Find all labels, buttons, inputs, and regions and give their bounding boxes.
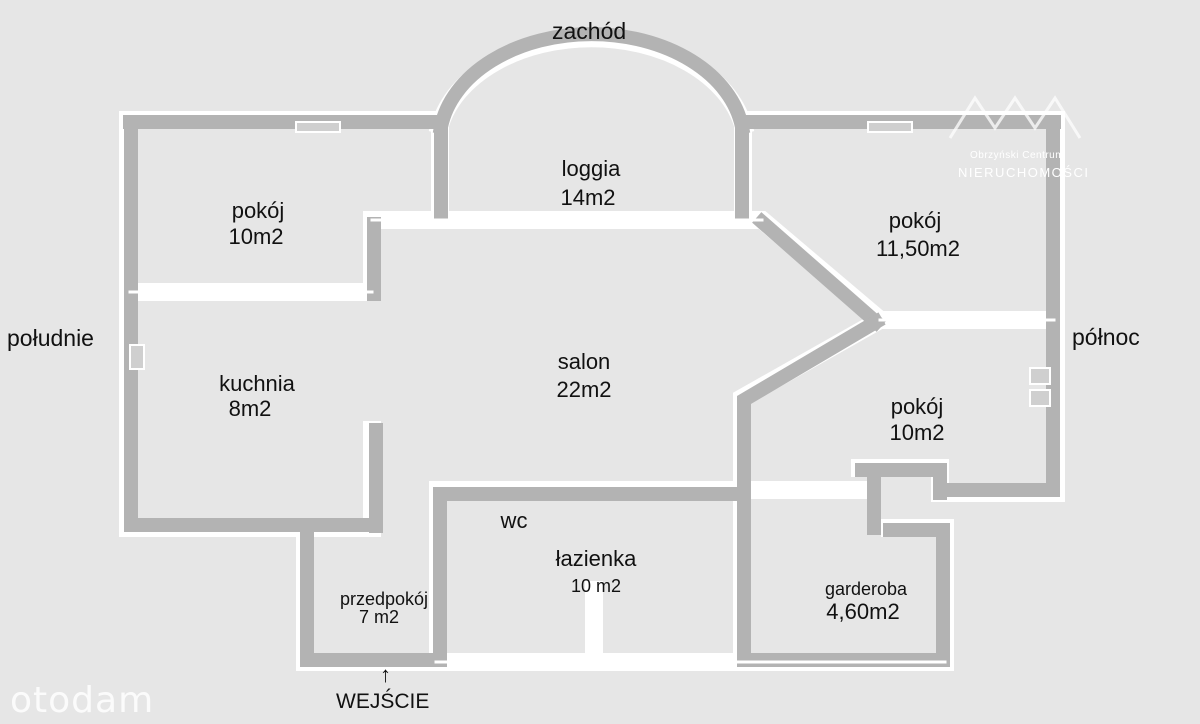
kitchen-name: kuchnia bbox=[219, 371, 295, 396]
loggia-name: loggia bbox=[561, 156, 621, 181]
walls bbox=[123, 27, 1061, 667]
windows bbox=[129, 121, 1051, 407]
wc-name: wc bbox=[500, 508, 528, 533]
hall-left bbox=[300, 523, 443, 667]
room-e-name: pokój bbox=[890, 394, 944, 419]
logo-text-line1: Obrzyński Centrum bbox=[970, 150, 1065, 161]
entrance-arrow-icon: ↑ bbox=[380, 662, 391, 687]
salon-area: 22m2 bbox=[556, 377, 612, 402]
wardrobe-wall bbox=[855, 463, 947, 500]
bathroom-name: łazienka bbox=[555, 546, 637, 571]
salon-angled-top bbox=[752, 212, 886, 332]
bathroom-area: 10 m2 bbox=[570, 576, 622, 596]
room-ne-area: 11,50m2 bbox=[876, 236, 960, 261]
salon-angled-bottom bbox=[737, 312, 886, 495]
hall-name: przedpokój bbox=[339, 589, 429, 609]
compass-north: północ bbox=[1072, 324, 1140, 350]
loggia-area: 14m2 bbox=[560, 185, 616, 210]
room-e-area: 10m2 bbox=[889, 420, 945, 445]
partitions bbox=[128, 218, 1056, 664]
portal-watermark: otodam bbox=[10, 680, 155, 721]
entrance-label: WEJŚCIE bbox=[336, 690, 430, 713]
room-ne-name: pokój bbox=[888, 208, 942, 233]
salon-name: salon bbox=[557, 349, 611, 374]
wall-north bbox=[945, 115, 1060, 497]
wardrobe-area: 4,60m2 bbox=[826, 599, 900, 624]
wardrobe-inner bbox=[741, 523, 950, 667]
room-sw-area: 10m2 bbox=[228, 224, 284, 249]
room-sw-name: pokój bbox=[231, 198, 285, 223]
compass-west: zachód bbox=[552, 18, 627, 44]
wall-south bbox=[124, 115, 377, 532]
hall-area: 7 m2 bbox=[358, 607, 400, 627]
logo-text-line2: NIERUCHOMOŚCI bbox=[958, 165, 1090, 180]
kitchen-area: 8m2 bbox=[228, 396, 272, 421]
compass-south: południe bbox=[7, 325, 94, 351]
agency-logo bbox=[948, 95, 1082, 139]
loggia-arc bbox=[432, 27, 751, 136]
wardrobe-name: garderoba bbox=[824, 579, 908, 599]
